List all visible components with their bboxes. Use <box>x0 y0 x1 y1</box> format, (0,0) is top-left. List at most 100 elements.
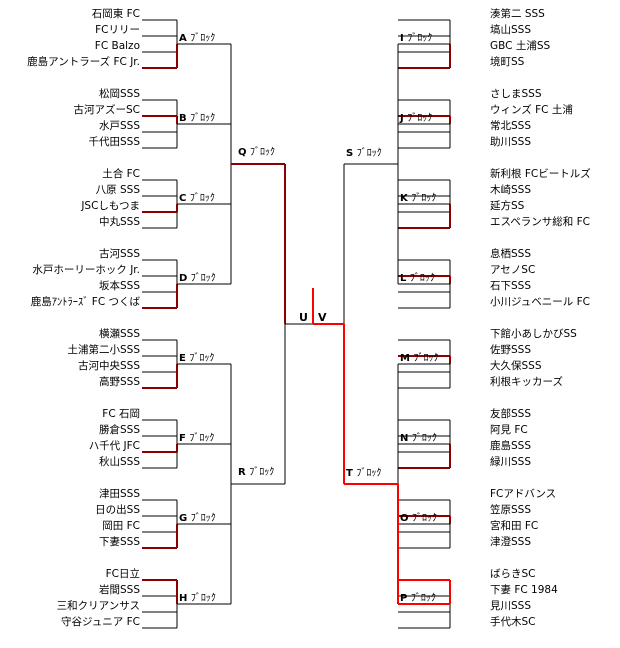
block-label-n: N ﾌﾞﾛｯｸ <box>400 432 437 444</box>
team-name: 木崎SSS <box>490 183 531 196</box>
team-name: 宮和田 FC <box>490 519 538 532</box>
block-label-l: L ﾌﾞﾛｯｸ <box>400 272 435 284</box>
block-label-f: F ﾌﾞﾛｯｸ <box>179 432 214 444</box>
team-name: FCアドバンス <box>490 488 556 500</box>
team-name: さしまSSS <box>490 88 542 100</box>
block-label-o: O ﾌﾞﾛｯｸ <box>400 512 437 524</box>
block-label-s-suffix: ﾌﾞﾛｯｸ <box>357 147 382 159</box>
block-label-k: K ﾌﾞﾛｯｸ <box>400 192 436 204</box>
block-label-j-suffix: ﾌﾞﾛｯｸ <box>407 112 432 124</box>
block-label-m-suffix: ﾌﾞﾛｯｸ <box>413 352 438 364</box>
block-label-j-letter: J <box>399 113 407 124</box>
block-label-p-suffix: ﾌﾞﾛｯｸ <box>411 592 436 604</box>
team-name: 古河SSS <box>99 247 140 260</box>
block-label-o-suffix: ﾌﾞﾛｯｸ <box>412 512 437 524</box>
team-name: アセノSC <box>490 264 535 276</box>
team-name: 見川SSS <box>490 600 531 612</box>
block-label-l-suffix: ﾌﾞﾛｯｸ <box>410 272 435 284</box>
block-label-r: R ﾌﾞﾛｯｸ <box>238 466 274 478</box>
block-label-b: B ﾌﾞﾛｯｸ <box>179 112 215 124</box>
block-label-e: E ﾌﾞﾛｯｸ <box>179 352 214 364</box>
team-name: 小川ジュベニール FC <box>490 296 590 308</box>
block-label-q: Q ﾌﾞﾛｯｸ <box>238 146 275 158</box>
team-name: 佐野SSS <box>490 343 531 356</box>
team-name: 八原 SSS <box>96 184 141 196</box>
team-name: ウィンズ FC 土浦 <box>490 103 573 116</box>
team-name: 常北SSS <box>490 119 531 132</box>
block-label-a: A ﾌﾞﾛｯｸ <box>179 32 215 44</box>
team-name: 下妻SSS <box>99 535 140 548</box>
team-name: 横瀬SSS <box>99 327 140 340</box>
block-label-a-suffix: ﾌﾞﾛｯｸ <box>190 32 215 44</box>
block-label-g-letter: G <box>179 513 191 524</box>
block-label-c-suffix: ﾌﾞﾛｯｸ <box>190 192 215 204</box>
team-name: 石岡東 FC <box>92 7 140 20</box>
team-name: 高野SSS <box>99 375 140 388</box>
team-name: GBC 土浦SS <box>490 39 550 52</box>
team-name: 新利根 FCビートルズ <box>490 167 591 180</box>
block-label-g: G ﾌﾞﾛｯｸ <box>179 512 216 524</box>
block-label-j: J ﾌﾞﾛｯｸ <box>399 112 432 124</box>
team-name: 石下SSS <box>490 280 531 292</box>
block-label-f-suffix: ﾌﾞﾛｯｸ <box>189 432 214 444</box>
team-name: 坂本SSS <box>99 279 140 292</box>
team-name: FC日立 <box>106 567 140 580</box>
block-label-n-suffix: ﾌﾞﾛｯｸ <box>412 432 437 444</box>
team-name: 土浦第二小SSS <box>68 343 141 356</box>
block-label-b-letter: B <box>179 113 190 124</box>
team-name: 延方SS <box>490 199 525 212</box>
block-label-h: H ﾌﾞﾛｯｸ <box>179 592 216 604</box>
block-label-s-letter: S <box>346 148 357 159</box>
block-label-d-suffix: ﾌﾞﾛｯｸ <box>191 272 216 284</box>
block-label-i-suffix: ﾌﾞﾛｯｸ <box>407 32 432 44</box>
block-label-t-suffix: ﾌﾞﾛｯｸ <box>356 467 381 479</box>
block-label-c: C ﾌﾞﾛｯｸ <box>179 192 215 204</box>
team-name: 大久保SSS <box>490 359 542 372</box>
block-label-i-letter: I <box>400 33 407 44</box>
team-name: 土合 FC <box>102 167 140 180</box>
team-name: 塙山SSS <box>490 23 531 36</box>
team-name: 中丸SSS <box>99 215 140 228</box>
block-label-d: D ﾌﾞﾛｯｸ <box>179 272 216 284</box>
block-label-g-suffix: ﾌﾞﾛｯｸ <box>191 512 216 524</box>
team-name: 勝倉SSS <box>99 423 140 436</box>
team-name: 千代田SSS <box>89 136 141 148</box>
block-label-r-letter: R <box>238 467 249 478</box>
block-label-h-letter: H <box>179 593 191 604</box>
block-label-m-letter: M <box>400 353 413 364</box>
final-right-label: V <box>318 311 327 324</box>
bracket-lines <box>142 19 451 629</box>
team-name: 鹿島アントラーズ FC Jr. <box>27 55 140 68</box>
block-label-s: S ﾌﾞﾛｯｸ <box>346 147 382 159</box>
block-label-k-suffix: ﾌﾞﾛｯｸ <box>411 192 436 204</box>
team-name: 息栖SSS <box>490 247 531 260</box>
block-label-l-letter: L <box>400 273 410 284</box>
block-label-n-letter: N <box>400 433 412 444</box>
team-name: 岩間SSS <box>99 583 140 596</box>
team-name: 阿見 FC <box>490 424 528 436</box>
team-name: 秋山SSS <box>99 455 140 468</box>
team-name: FC 石岡 <box>102 408 140 420</box>
team-name: 手代木SC <box>490 615 536 628</box>
block-label-t-letter: T <box>346 468 356 479</box>
block-label-p: P ﾌﾞﾛｯｸ <box>400 592 436 604</box>
team-name: 水戸ホーリーホック Jr. <box>32 264 140 276</box>
team-name: 守谷ジュニア FC <box>61 615 140 628</box>
block-label-q-suffix: ﾌﾞﾛｯｸ <box>250 146 275 158</box>
block-label-f-letter: F <box>179 433 189 444</box>
team-name: 鹿島ｱﾝﾄﾗｰｽﾞ FC つくば <box>31 295 141 308</box>
block-label-e-letter: E <box>179 353 189 364</box>
block-label-p-letter: P <box>400 593 411 604</box>
team-name: 下妻 FC 1984 <box>490 583 558 596</box>
block-label-d-letter: D <box>179 273 191 284</box>
team-name: 笠原SSS <box>490 503 531 516</box>
team-name: FC Balzo <box>95 40 140 52</box>
team-name: ばらきSC <box>490 568 536 580</box>
block-label-q-letter: Q <box>238 147 250 158</box>
team-name: 友部SSS <box>490 407 531 420</box>
block-label-m: M ﾌﾞﾛｯｸ <box>400 352 438 364</box>
team-name: 鹿島SSS <box>490 439 531 452</box>
block-label-a-letter: A <box>179 33 190 44</box>
